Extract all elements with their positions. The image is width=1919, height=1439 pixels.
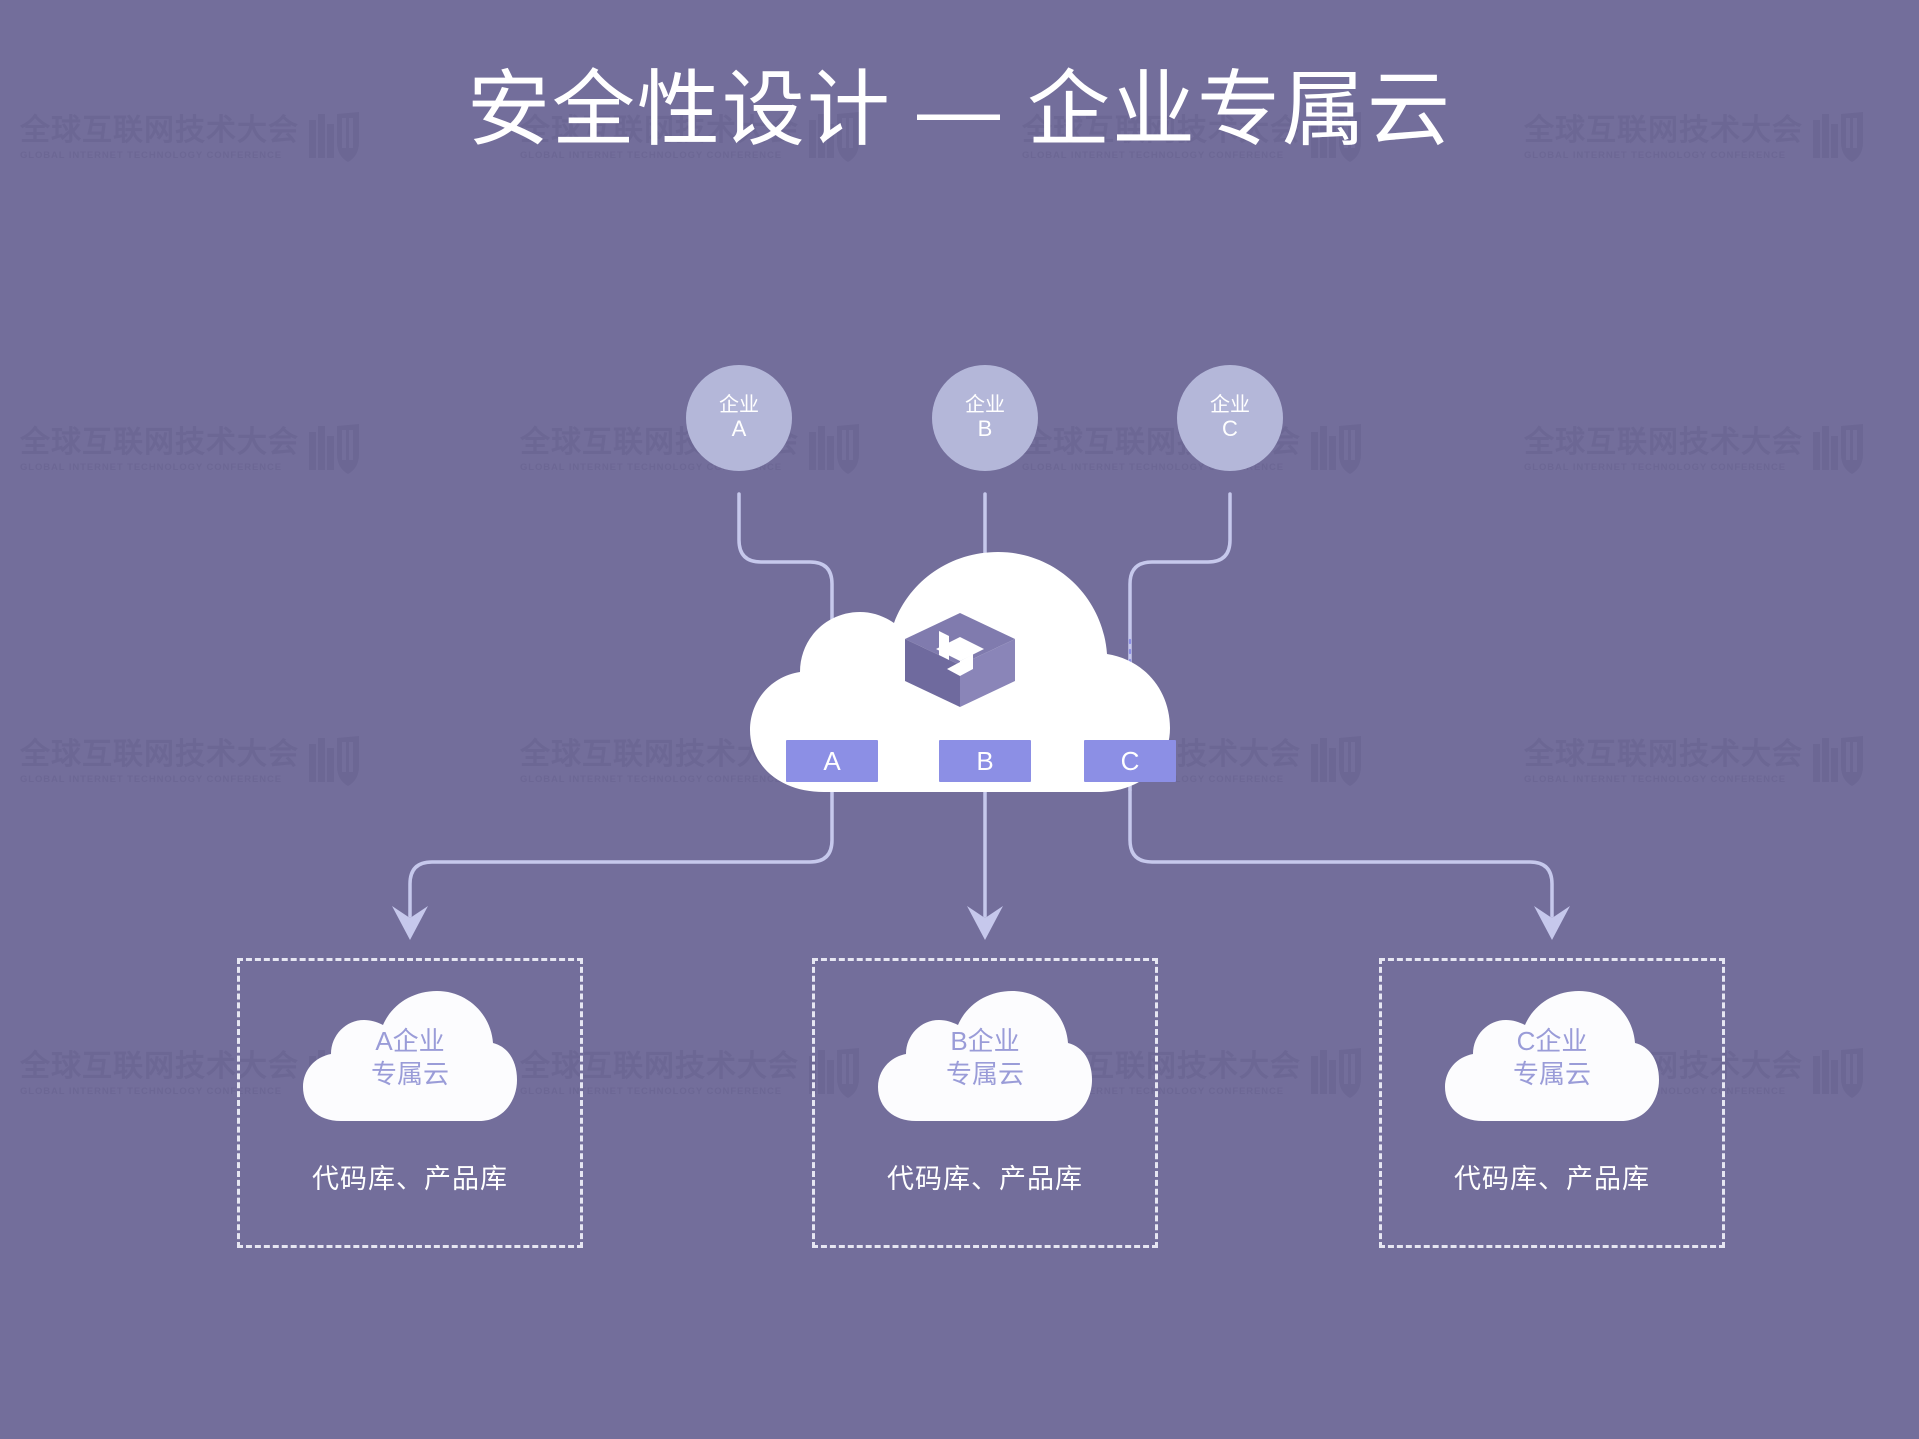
tenant-b-id: B <box>977 415 993 441</box>
dedicated-cloud-group-c[interactable]: C企业 专属云 代码库、产品库 <box>1379 958 1725 1248</box>
cloud-slot-a[interactable]: A <box>786 740 878 782</box>
cloud-slot-c[interactable]: C <box>1084 740 1176 782</box>
tenant-a-id: A <box>731 415 747 441</box>
sub-cloud-c-shape: C企业 专属云 <box>1441 991 1663 1121</box>
sub-cloud-b-shape: B企业 专属云 <box>874 991 1096 1121</box>
tenant-c-org: 企业 <box>1210 394 1250 417</box>
tenant-a-org: 企业 <box>719 394 759 417</box>
cloud-repository-logo <box>905 613 1015 707</box>
cloud-slot-b-label: B <box>976 745 994 776</box>
tenant-circle-a[interactable]: 企业 A <box>686 365 792 471</box>
sub-cloud-a-shape: A企业 专属云 <box>299 991 521 1121</box>
tenant-c-id: C <box>1222 415 1238 441</box>
tenant-circle-c[interactable]: 企业 C <box>1177 365 1283 471</box>
tenant-circle-b[interactable]: 企业 B <box>932 365 1038 471</box>
group-c-caption: 代码库、产品库 <box>1454 1164 1650 1194</box>
group-a-caption: 代码库、产品库 <box>312 1164 508 1194</box>
cloud-slot-c-label: C <box>1120 745 1140 776</box>
dedicated-cloud-group-a[interactable]: A企业 专属云 代码库、产品库 <box>237 958 583 1248</box>
cloud-slot-b[interactable]: B <box>939 740 1031 782</box>
group-b-caption: 代码库、产品库 <box>887 1164 1083 1194</box>
cloud-slot-a-label: A <box>823 745 841 776</box>
dedicated-cloud-group-b[interactable]: B企业 专属云 代码库、产品库 <box>812 958 1158 1248</box>
tenant-b-org: 企业 <box>965 394 1005 417</box>
page-title: 安全性设计 — 企业专属云 <box>466 63 1453 156</box>
